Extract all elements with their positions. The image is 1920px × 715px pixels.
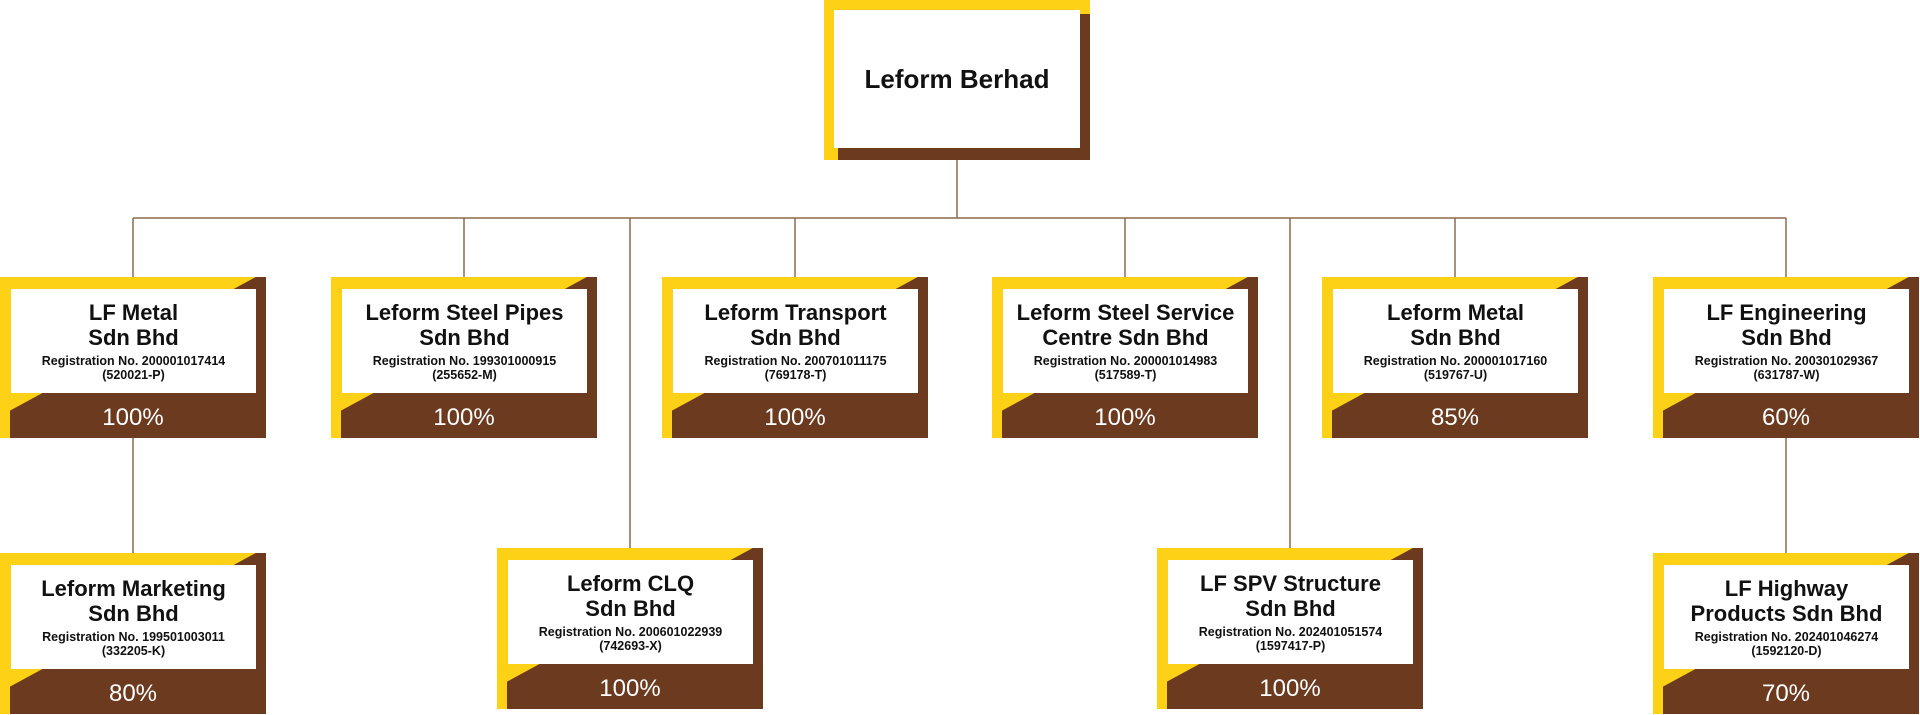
company-box-leform-clq: Leform CLQ Sdn Bhd Registration No. 2006… [497, 548, 763, 709]
registration-label: Registration No. [1363, 354, 1461, 368]
registration-label: Registration No. [1694, 630, 1792, 644]
company-name-line1: Leform Steel Pipes [365, 300, 564, 325]
registration-number: 200601022939 [638, 625, 723, 639]
company-name-line2: Sdn Bhd [88, 325, 179, 350]
company-name-line2: Sdn Bhd [1410, 325, 1501, 350]
company-name-line2: Sdn Bhd [1741, 325, 1832, 350]
company-name-line2: Sdn Bhd [585, 596, 676, 621]
company-box-lf-metal: LF Metal Sdn Bhd Registration No. 200001… [0, 277, 266, 438]
ownership-percentage: 100% [599, 675, 661, 702]
company-box-lf-engineering: LF Engineering Sdn Bhd Registration No. … [1653, 277, 1919, 438]
registration-number: 199301000915 [472, 354, 557, 368]
registration-number: 200001017160 [1463, 354, 1548, 368]
registration-old-number: (517589-T) [1094, 368, 1157, 382]
registration-label: Registration No. [704, 354, 801, 368]
registration-number: 200001017414 [141, 354, 226, 368]
company-box-lf-highway-products: LF Highway Products Sdn Bhd Registration… [1653, 553, 1919, 714]
registration-number: 202401046274 [1794, 630, 1879, 644]
company-name-line2: Sdn Bhd [1245, 596, 1336, 621]
company-name-line2: Centre Sdn Bhd [1042, 325, 1209, 350]
registration-number: 200001014983 [1133, 354, 1218, 368]
company-name-line1: Leform CLQ [566, 571, 695, 596]
company-name-line2: Products Sdn Bhd [1690, 601, 1883, 626]
company-box-leform-transport: Leform Transport Sdn Bhd Registration No… [662, 277, 928, 438]
ownership-percentage: 100% [1094, 404, 1156, 431]
registration-label: Registration No. [41, 354, 139, 368]
ownership-percentage: 70% [1761, 680, 1811, 707]
registration-label: Registration No. [538, 625, 636, 639]
company-name-line1: Leform Steel Service [1016, 300, 1235, 325]
company-box-leform-steel-service-centre: Leform Steel Service Centre Sdn Bhd Regi… [992, 277, 1258, 438]
company-name-line1: LF Metal [88, 300, 179, 325]
company-box-leform-metal: Leform Metal Sdn Bhd Registration No. 20… [1322, 277, 1588, 438]
registration-label: Registration No. [1198, 625, 1296, 639]
company-name-line1: Leform Metal [1387, 300, 1524, 325]
registration-old-number: (742693-X) [599, 639, 662, 653]
registration-old-number: (769178-T) [764, 368, 827, 382]
ownership-percentage: 80% [108, 680, 158, 707]
registration-old-number: (1592120-D) [1751, 644, 1822, 658]
company-name-line1: Leform Marketing [41, 576, 226, 601]
registration-old-number: (520021-P) [102, 368, 165, 382]
company-box-leform-marketing: Leform Marketing Sdn Bhd Registration No… [0, 553, 266, 714]
registration-number: 200701011175 [804, 354, 887, 368]
company-name-line2: Sdn Bhd [88, 601, 179, 626]
registration-label: Registration No. [1033, 354, 1131, 368]
registration-label: Registration No. [1694, 354, 1792, 368]
root-company-name: Leform Berhad [864, 63, 1050, 94]
ownership-percentage: 85% [1430, 404, 1480, 431]
company-box-lf-spv-structure: LF SPV Structure Sdn Bhd Registration No… [1157, 548, 1423, 709]
company-name-line1: LF SPV Structure [1200, 571, 1381, 596]
registration-number: 199501003011 [142, 630, 225, 644]
ownership-percentage: 100% [102, 404, 164, 431]
company-name-line1: LF Highway [1724, 576, 1849, 601]
registration-old-number: (631787-W) [1753, 368, 1820, 382]
registration-number: 202401051574 [1298, 625, 1383, 639]
root-company-box: Leform Berhad [824, 0, 1090, 160]
registration-old-number: (1597417-P) [1255, 639, 1326, 653]
company-name-line1: Leform Transport [704, 300, 887, 325]
registration-label: Registration No. [42, 630, 139, 644]
registration-old-number: (332205-K) [101, 644, 166, 658]
registration-label: Registration No. [372, 354, 470, 368]
registration-number: 200301029367 [1794, 354, 1879, 368]
registration-old-number: (255652-M) [432, 368, 497, 382]
ownership-percentage: 100% [764, 404, 826, 431]
company-name-line1: LF Engineering [1706, 300, 1867, 325]
company-name-line2: Sdn Bhd [750, 325, 841, 350]
registration-old-number: (519767-U) [1423, 368, 1488, 382]
company-name-line2: Sdn Bhd [419, 325, 510, 350]
ownership-percentage: 60% [1761, 404, 1811, 431]
ownership-percentage: 100% [433, 404, 495, 431]
company-box-leform-steel-pipes: Leform Steel Pipes Sdn Bhd Registration … [331, 277, 597, 438]
ownership-percentage: 100% [1259, 675, 1321, 702]
